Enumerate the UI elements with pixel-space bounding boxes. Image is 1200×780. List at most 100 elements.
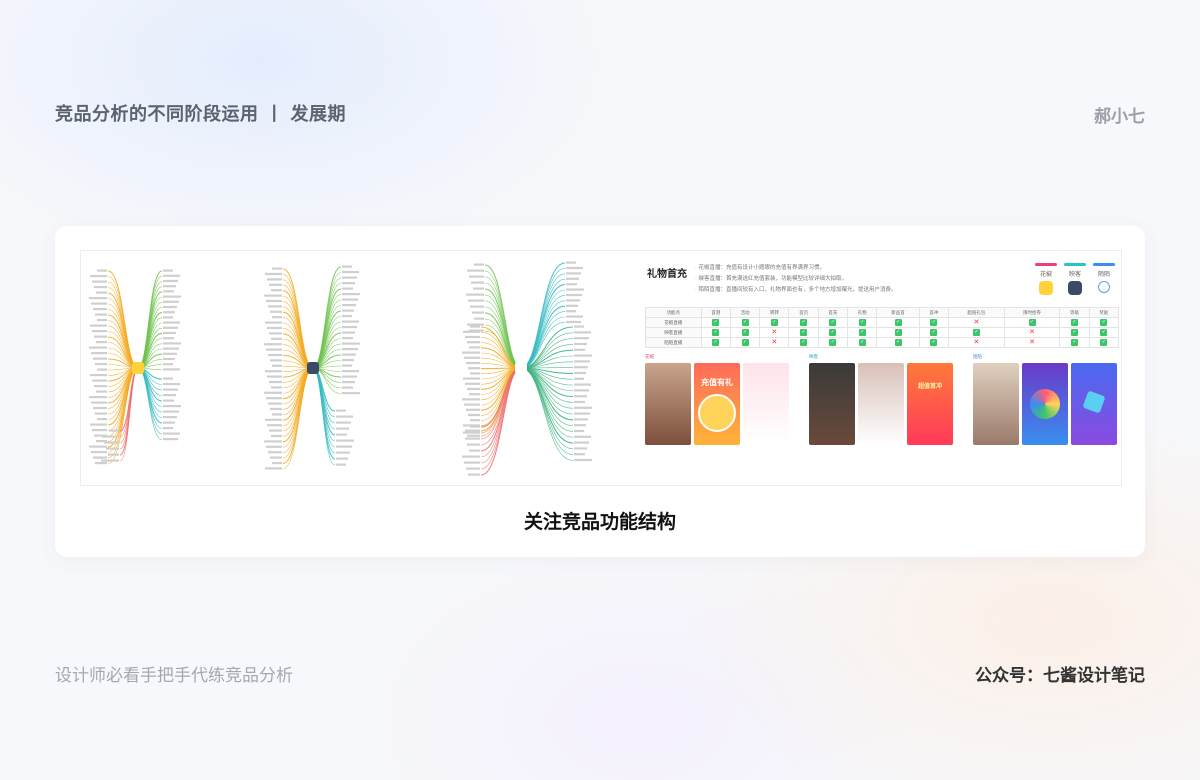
mindmap-leaf-label	[462, 455, 480, 458]
check-icon: ✓	[930, 339, 938, 346]
mindmap-leaf-label	[163, 316, 173, 319]
mindmap-branch	[520, 367, 574, 450]
app-huajiao: 花椒	[1035, 263, 1057, 295]
mindmap-leaf-label	[342, 392, 360, 395]
gift-note: 花椒直播：充值有设计小题眼的充值有界满界习惯。	[695, 263, 897, 274]
mindmap-leaf-label	[566, 320, 581, 324]
mindmap-branch	[520, 367, 574, 438]
mindmap-leaf-label	[342, 359, 354, 362]
mindmap-leaf-label	[342, 298, 358, 301]
mindmap-leaf-label	[467, 269, 484, 272]
check-icon: ✓	[930, 329, 938, 336]
mindmap-leaf-label	[465, 437, 480, 440]
mindmap-leaf-label	[96, 390, 107, 393]
mindmap-leaf-label	[463, 377, 480, 380]
mindmap-branch	[520, 262, 566, 369]
mindmap-leaf-label	[566, 288, 584, 291]
mindmap-leaf-label	[90, 324, 107, 327]
screenshot	[973, 363, 1019, 445]
mindmap-leaf-label	[336, 427, 349, 430]
mindmap-leaf-label	[464, 403, 480, 406]
mindmap-leaf-label	[89, 346, 107, 349]
app-momo: 陌陌	[1093, 263, 1115, 295]
mindmap-leaf-label	[163, 388, 178, 391]
mindmap-leaf-label	[342, 381, 355, 384]
mindmap-image	[89, 261, 592, 476]
mindmap-leaf-label	[469, 275, 484, 278]
mindmap-leaf-label	[270, 407, 282, 411]
mindmap-leaf-label	[270, 310, 282, 313]
mindmap-leaf-label	[336, 433, 347, 436]
check-icon: ✓	[894, 319, 902, 326]
mindmap-leaf-label	[272, 413, 282, 416]
mindmap-leaf-label	[574, 325, 584, 328]
mindmap-leaf-label	[91, 401, 107, 404]
cross-icon: ✕	[973, 338, 980, 346]
mindmap-leaf-label	[342, 282, 355, 285]
mindmap-branch	[520, 305, 566, 369]
mindmap-leaf-label	[96, 291, 107, 294]
check-icon: ✓	[741, 339, 749, 346]
mindmap-leaf-label	[163, 405, 181, 408]
mindmap-leaf-label	[566, 261, 576, 264]
mindmap-leaf-label	[95, 462, 107, 465]
mindmap-leaf-label	[97, 368, 107, 371]
mindmap-leaf-label	[163, 321, 180, 324]
mindmap-branch	[107, 298, 139, 369]
mindmap-leaf-label	[272, 364, 282, 367]
mindmap-leaf-label	[265, 272, 282, 276]
table-header-cell: 活动	[729, 307, 761, 318]
mindmap-leaf-label	[470, 425, 480, 428]
mindmap-leaf-label	[92, 330, 107, 333]
mindmap-leaf-label	[267, 326, 282, 330]
mindmap-leaf-label	[95, 363, 107, 366]
mindmap-leaf-label	[342, 386, 353, 389]
mindmap-leaf-label	[264, 294, 282, 297]
gift-note: 陌陌直播：直播间较有入口，礼物界面也有，多个地方增加曝光，提送用户消费。	[695, 285, 897, 296]
screenshot	[858, 363, 904, 445]
mindmap-leaf-label	[272, 267, 282, 270]
mindmap-leaf-label	[92, 429, 107, 432]
mindmap-leaf-label	[469, 346, 480, 349]
mindmap-leaf-label	[474, 317, 484, 320]
mindmap-leaf-label	[97, 269, 107, 272]
check-icon: ✓	[712, 329, 720, 336]
mindmap-leaf-label	[163, 377, 173, 380]
app-logo-icon	[307, 362, 319, 374]
table-header-cell: 礼物	[847, 307, 878, 318]
mindmap-leaf-label	[269, 429, 282, 432]
mindmap-leaf-label	[470, 372, 480, 375]
mindmap-leaf-label	[163, 326, 178, 329]
mindmap-leaf-label	[466, 467, 480, 470]
mindmap-leaf-label	[92, 280, 107, 283]
table-header-cell: 超值礼包	[948, 307, 1005, 318]
mindmap-leaf-label	[462, 398, 480, 401]
mindmap-leaf-label	[467, 341, 480, 344]
mindmap-leaf-label	[574, 354, 592, 357]
mindmap-leaf-label	[265, 321, 282, 324]
mindmap-leaf-label	[342, 337, 353, 340]
check-icon: ✓	[829, 329, 837, 336]
screenshot	[645, 363, 691, 445]
check-icon: ✓	[1100, 329, 1108, 336]
mindmap-leaf-label	[267, 424, 282, 427]
mindmap-leaf-label	[336, 421, 351, 424]
mindmap-leaf-label	[566, 277, 579, 280]
mindmap-leaf-label	[266, 397, 282, 400]
gift-notes: 花椒直播：充值有设计小题眼的充值有界满界习惯。 映客直播：首充满送红充值套装，功…	[695, 263, 897, 296]
table-header-cell: 首测	[700, 307, 731, 318]
mindmap-leaf-label	[163, 352, 177, 355]
mindmap-leaf-label	[342, 276, 357, 279]
mindmap-leaf-label	[462, 351, 480, 354]
mindmap-leaf-label	[574, 377, 584, 380]
gift-title: 礼物首充	[647, 269, 687, 280]
table-header-cell: 限时抢券	[1003, 307, 1061, 318]
cross-icon: ✕	[771, 328, 778, 336]
screenshot	[743, 363, 789, 445]
mindmap-leaf-label	[574, 418, 588, 421]
mindmap-leaf-label	[96, 341, 107, 344]
caption: 关注竞品功能结构	[523, 511, 676, 533]
check-icon: ✓	[858, 329, 866, 336]
mindmap-leaf-label	[90, 374, 107, 377]
mindmap-leaf-label	[466, 408, 480, 411]
